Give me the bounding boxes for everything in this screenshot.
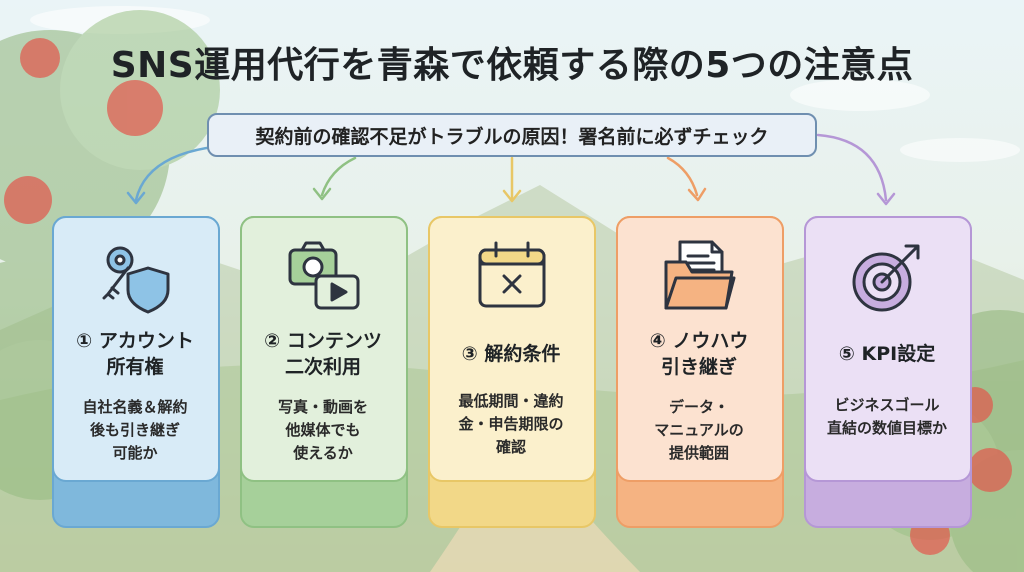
card-1-desc-line-1: 自社名義＆解約 [82,397,188,416]
arrow-to-card-2 [320,156,357,197]
card-knowhow-handover: ④ ノウハウ 引き継ぎ データ・ マニュアルの 提供範囲 [615,215,784,528]
card-4-name-line-1: ④ ノウハウ [649,329,749,352]
card-4-desc-line-1: データ・ [668,397,729,416]
card-1-name-line-1: ① アカウント [76,329,194,352]
card-2-name-line-2: 二次利用 [284,355,361,378]
document-folder-icon [664,240,735,309]
card-4-desc-line-3: 提供範囲 [668,443,729,462]
warning-banner: 契約前の確認不足がトラブルの原因！署名前に必ずチェック [207,113,817,157]
arrow-to-card-5 [816,133,888,202]
card-3-name-line-1: ③ 解約条件 [461,342,561,365]
key-shield-icon [102,246,169,313]
card-5-desc-line-1: ビジネスゴール [834,395,940,414]
card-2-desc-line-3: 使えるか [293,443,353,462]
card-cancellation-terms: ③ 解約条件 最低期間・違約 金・申告期限の 確認 [427,215,596,528]
card-3-desc-line-2: 金・申告期限の [458,414,564,433]
card-1-name-line-2: 所有権 [106,355,164,378]
card-5-name-line-1: ⑤ KPI設定 [838,342,936,365]
target-arrow-icon [852,244,919,311]
card-5-desc-line-2: 直結の数値目標か [826,418,947,437]
card-kpi-setting: ⑤ KPI設定 ビジネスゴール 直結の数値目標か [803,215,972,528]
card-3-desc-line-1: 最低期間・違約 [458,391,564,410]
card-1-desc-line-3: 可能か [112,443,158,462]
card-4-name-line-2: 引き継ぎ [660,355,737,378]
calendar-x-icon [478,241,545,307]
card-2-name-line-1: ② コンテンツ [264,329,382,352]
page-title: SNS運用代行を青森で依頼する際の5つの注意点 [110,45,914,86]
camera-video-icon [288,241,359,309]
card-4-desc-line-2: マニュアルの [654,420,744,439]
card-1-desc-line-2: 後も引き継ぎ [89,420,180,439]
arrow-to-card-4 [666,156,699,197]
card-3-desc-line-3: 確認 [495,437,526,456]
card-2-desc-line-2: 他媒体でも [285,420,361,439]
card-2-desc-line-1: 写真・動画を [277,397,368,416]
card-account-ownership: ① アカウント 所有権 自社名義＆解約 後も引き継ぎ 可能か [51,215,220,528]
card-content-reuse: ② コンテンツ 二次利用 写真・動画を 他媒体でも 使えるか [239,215,408,528]
